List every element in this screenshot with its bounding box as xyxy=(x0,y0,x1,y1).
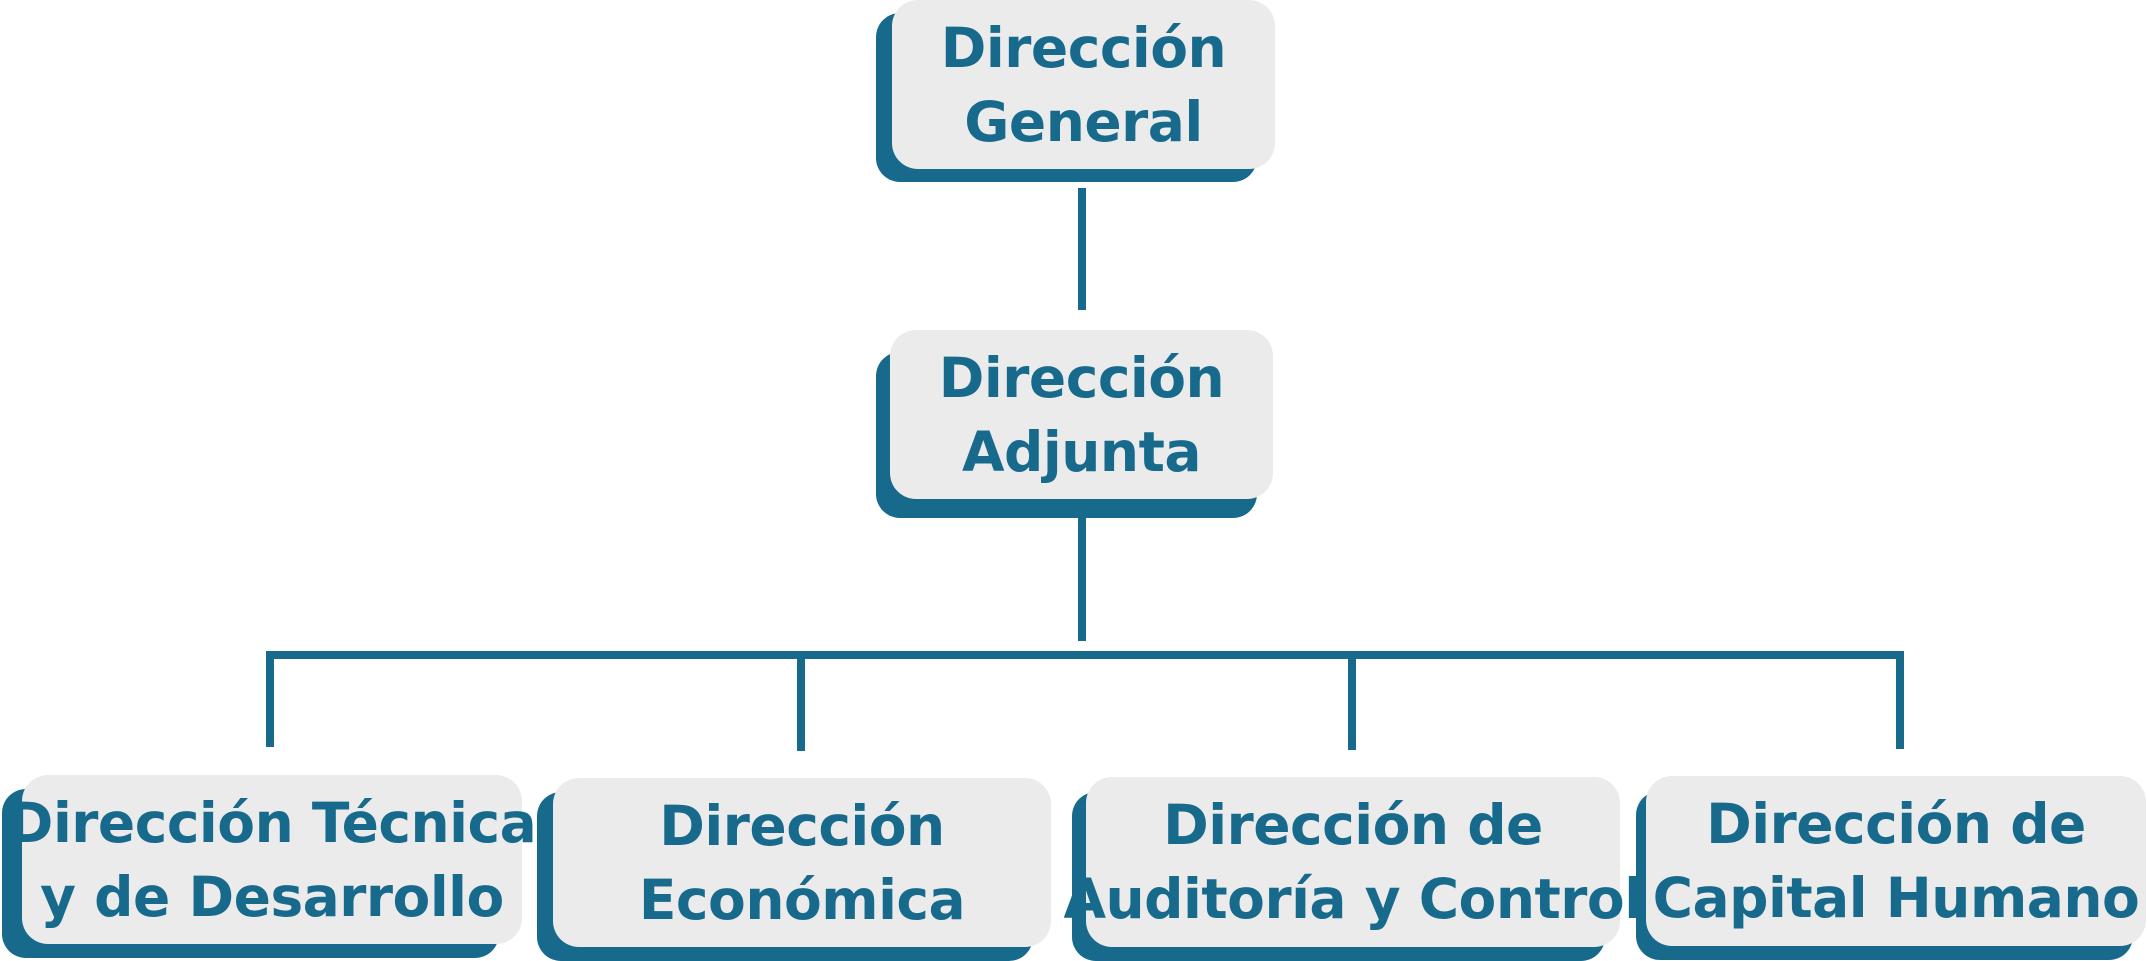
node-title-line2: Económica xyxy=(638,867,966,932)
node-box: Dirección de Auditoría y Control xyxy=(1063,777,1643,947)
node-direccion-adjunta: Dirección Adjunta xyxy=(876,330,1273,518)
node-title-line2: y de Desarrollo xyxy=(40,864,504,929)
node-direccion-general: Dirección General xyxy=(876,0,1275,183)
node-direccion-capital-humano: Dirección de Capital Humano xyxy=(1636,776,2146,960)
node-title-line1: Dirección xyxy=(659,793,945,858)
node-box: Dirección Adjunta xyxy=(890,330,1273,499)
connector-general-to-adjunta xyxy=(1078,188,1086,310)
node-title-line1: Dirección de xyxy=(1706,792,2086,856)
node-title-line2: Capital Humano xyxy=(1652,866,2140,930)
node-box: Dirección Técnica y de Desarrollo xyxy=(8,775,537,944)
node-direccion-economica: Dirección Económica xyxy=(537,778,1051,961)
node-title-line2: General xyxy=(964,89,1203,154)
node-box: Dirección de Capital Humano xyxy=(1646,776,2146,946)
node-direccion-tecnica: Dirección Técnica y de Desarrollo xyxy=(2,775,537,958)
node-title-line1: Dirección Técnica xyxy=(7,790,537,855)
connector-drop-capital xyxy=(1896,651,1904,749)
connector-drop-auditoria xyxy=(1348,651,1356,750)
node-box: Dirección Económica xyxy=(553,778,1051,947)
connector-drop-tecnica xyxy=(266,651,274,747)
node-title-line2: Auditoría y Control xyxy=(1063,867,1643,931)
node-box: Dirección General xyxy=(892,0,1275,169)
connector-adjunta-to-bus xyxy=(1078,518,1086,641)
node-title-line1: Dirección xyxy=(940,15,1227,80)
connector-drop-economica xyxy=(797,651,805,751)
node-title-line1: Dirección xyxy=(938,345,1225,410)
node-title-line2: Adjunta xyxy=(961,419,1202,484)
node-direccion-auditoria: Dirección de Auditoría y Control xyxy=(1063,777,1643,961)
connector-horizontal-bus xyxy=(266,651,1904,659)
node-title-line1: Dirección de xyxy=(1163,793,1543,857)
